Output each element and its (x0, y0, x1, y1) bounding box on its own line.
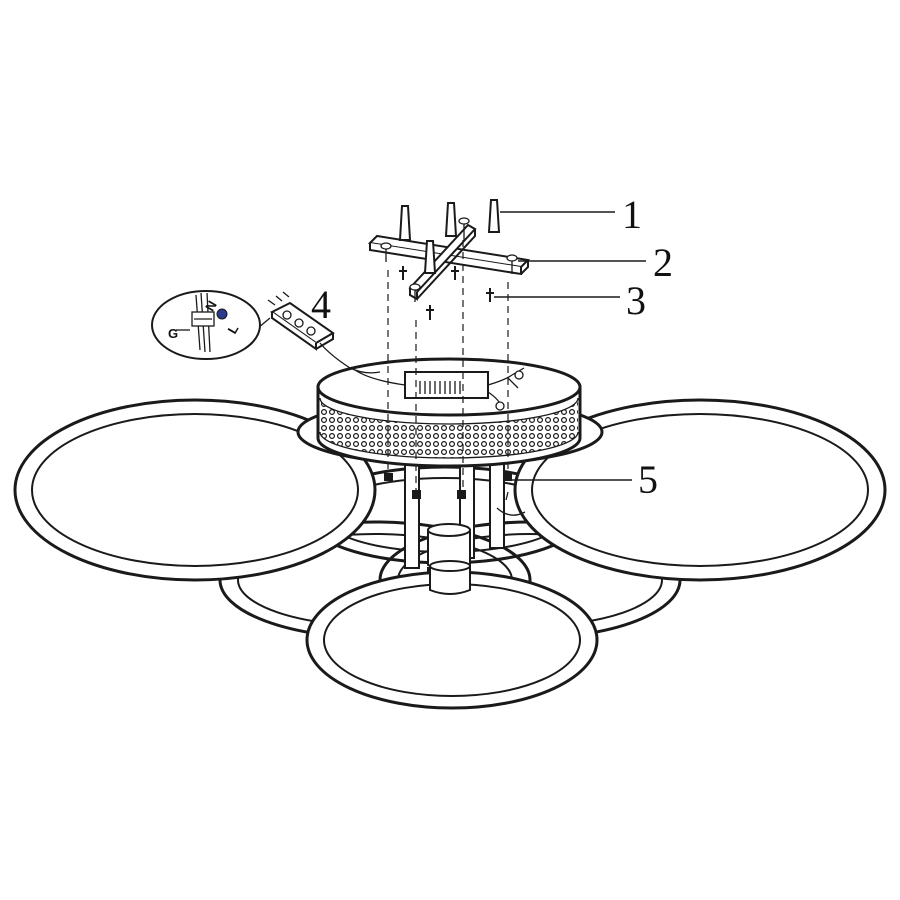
terminal-dot (216, 308, 228, 320)
inset-ground-label: G (168, 326, 178, 341)
callout-4-label: 4 (311, 282, 331, 327)
ring-front (305, 560, 599, 710)
alignment-lines (387, 240, 509, 492)
callout-5-label: 5 (638, 457, 658, 502)
callout-2: 2 (518, 240, 673, 285)
callout-2-label: 2 (653, 240, 673, 285)
mounting-bracket (367, 223, 531, 301)
callout-4: 4 (311, 282, 331, 327)
ring-left (13, 398, 377, 582)
wall-anchors (398, 199, 501, 274)
ring-right (513, 398, 887, 582)
internal-wires (354, 367, 525, 411)
led-driver-box (404, 371, 489, 399)
wiring-inset: G N L (151, 290, 261, 360)
fixing-screws (399, 266, 494, 320)
fixing-nuts (384, 473, 526, 516)
callout-5: 5 (512, 457, 658, 502)
callout-3: 3 (494, 278, 646, 323)
callout-3-label: 3 (626, 278, 646, 323)
callout-1-label: 1 (622, 192, 642, 237)
bracket-screws (380, 217, 518, 302)
terminal-block (267, 291, 381, 374)
callout-1: 1 (500, 192, 642, 237)
